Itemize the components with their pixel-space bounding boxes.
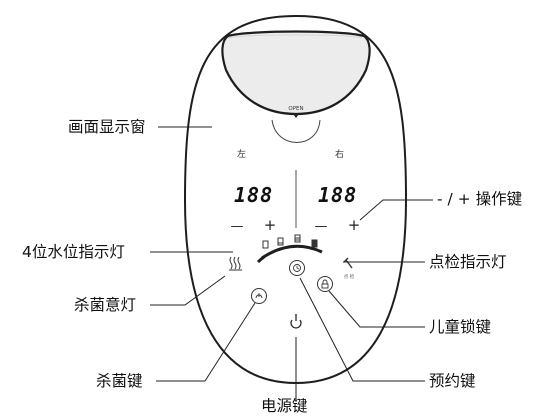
schedule-button[interactable]: [289, 260, 305, 276]
inspect-indicator: 点 检: [343, 257, 355, 280]
water-level-icon-4: [311, 239, 318, 248]
left-minus-button[interactable]: —: [231, 219, 244, 234]
sterilize-icon: [255, 293, 263, 299]
right-display: 188: [318, 183, 357, 207]
callout-plus-minus-keys: - / + 操作键: [437, 190, 523, 208]
display-window: OPEN: [221, 30, 371, 143]
callout-inspect-light: 点检指示灯: [429, 253, 507, 271]
inspect-indicator-text: 点 检: [344, 273, 355, 280]
left-plus-button[interactable]: +: [264, 216, 277, 234]
callout-power-key: 电源键: [261, 397, 308, 415]
callout-schedule-key: 预约键: [429, 372, 476, 390]
power-button[interactable]: [290, 314, 302, 329]
open-arrow-icon: [293, 114, 299, 118]
right-minus-button[interactable]: —: [315, 219, 328, 234]
left-label: 左: [237, 148, 246, 160]
right-plus-button[interactable]: +: [348, 216, 361, 234]
clock-icon: [293, 264, 301, 272]
open-label: OPEN: [288, 106, 303, 112]
callout-lines: [150, 126, 433, 402]
callout-child-lock-key: 儿童锁键: [429, 318, 492, 336]
callout-display-window: 画面显示窗: [68, 118, 146, 136]
left-display: 188: [234, 183, 273, 207]
water-level-icon-2: [277, 237, 284, 246]
callout-sterilize-light: 杀菌意灯: [74, 296, 137, 314]
water-level-icon-3: [294, 234, 301, 243]
sterilize-indicator: [229, 256, 242, 271]
sterilize-button[interactable]: [251, 288, 267, 304]
sterilize-heat-icon: [229, 256, 242, 271]
lock-icon: [321, 279, 329, 289]
callout-water-level-lights: 4位水位指示灯: [22, 243, 125, 261]
wrench-icon: [343, 257, 353, 269]
right-label: 右: [335, 148, 344, 160]
water-level-indicator: [256, 234, 323, 264]
callout-sterilize-key: 杀菌键: [96, 372, 143, 390]
child-lock-button[interactable]: [317, 276, 333, 292]
water-level-icon-1: [262, 240, 269, 249]
power-icon: [290, 314, 302, 329]
